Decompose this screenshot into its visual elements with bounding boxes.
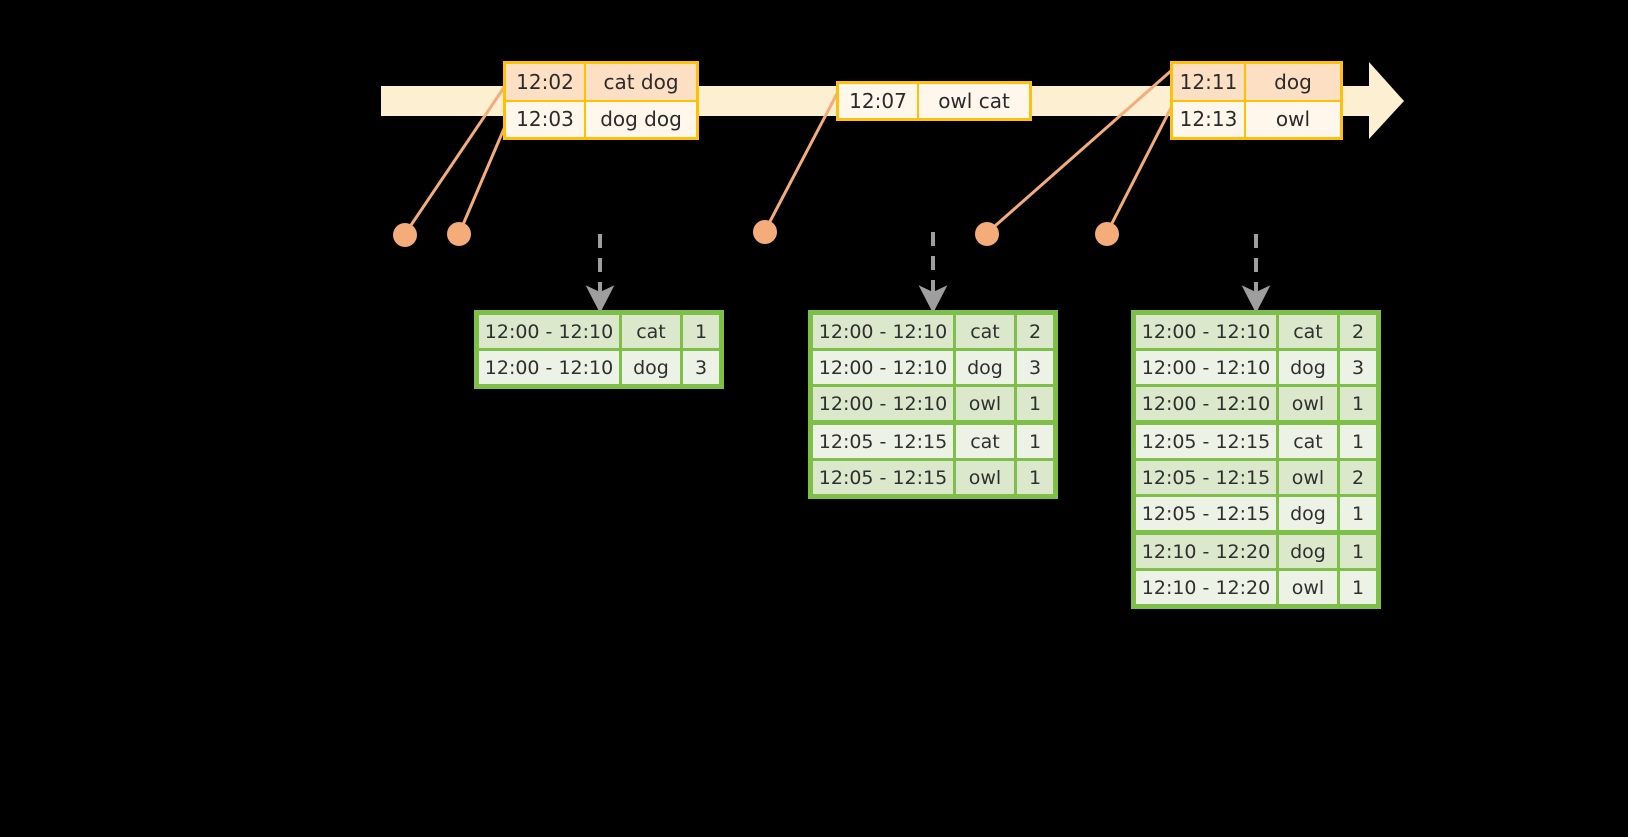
cell-word: cat bbox=[956, 315, 1014, 348]
cell-window: 12:00 - 12:10 bbox=[1136, 315, 1276, 348]
cell-window: 12:00 - 12:10 bbox=[813, 315, 953, 348]
cell-count: 1 bbox=[1340, 387, 1376, 420]
connector-line-1 bbox=[403, 84, 507, 236]
event-time: 12:13 bbox=[1173, 101, 1246, 137]
event-row: 12:02 cat dog bbox=[506, 64, 696, 100]
cell-window: 12:05 - 12:15 bbox=[813, 425, 953, 458]
connector-dot-4 bbox=[975, 222, 999, 246]
cell-window: 12:00 - 12:10 bbox=[1136, 351, 1276, 384]
cell-count: 3 bbox=[1340, 351, 1376, 384]
cell-window: 12:05 - 12:15 bbox=[1136, 497, 1276, 530]
event-words: dog bbox=[1246, 64, 1340, 100]
event-words: dog dog bbox=[586, 101, 696, 137]
cell-count: 2 bbox=[1340, 315, 1376, 348]
cell-window: 12:10 - 12:20 bbox=[1136, 535, 1276, 568]
cell-count: 1 bbox=[1017, 387, 1053, 420]
cell-count: 1 bbox=[1017, 425, 1053, 458]
cell-word: cat bbox=[956, 425, 1014, 458]
event-words: owl cat bbox=[919, 84, 1029, 118]
event-box-1[interactable]: 12:02 cat dog 12:03 dog dog bbox=[503, 61, 699, 140]
cell-window: 12:00 - 12:10 bbox=[813, 351, 953, 384]
cell-count: 1 bbox=[1340, 425, 1376, 458]
cell-word: cat bbox=[1279, 425, 1337, 458]
event-words: cat dog bbox=[586, 64, 696, 100]
cell-word: owl bbox=[956, 387, 1014, 420]
cell-window: 12:00 - 12:10 bbox=[813, 387, 953, 420]
event-time: 12:02 bbox=[506, 64, 586, 100]
cell-word: owl bbox=[1279, 387, 1337, 420]
cell-count: 1 bbox=[683, 315, 719, 348]
cell-count: 2 bbox=[1017, 315, 1053, 348]
event-time: 12:03 bbox=[506, 101, 586, 137]
event-row: 12:11 dog bbox=[1173, 64, 1340, 100]
event-row: 12:03 dog dog bbox=[506, 99, 696, 137]
connector-dot-5 bbox=[1095, 222, 1119, 246]
cell-word: cat bbox=[1279, 315, 1337, 348]
cell-window: 12:05 - 12:15 bbox=[1136, 425, 1276, 458]
connector-line-5 bbox=[1105, 102, 1175, 235]
cell-word: dog bbox=[622, 351, 680, 384]
event-time: 12:07 bbox=[839, 84, 919, 118]
connector-dot-3 bbox=[753, 220, 777, 244]
cell-word: dog bbox=[1279, 351, 1337, 384]
cell-window: 12:10 - 12:20 bbox=[1136, 571, 1276, 604]
event-box-2[interactable]: 12:07 owl cat bbox=[836, 81, 1032, 121]
event-row: 12:07 owl cat bbox=[839, 84, 1029, 118]
connector-dot-1 bbox=[393, 223, 417, 247]
cell-count: 2 bbox=[1340, 461, 1376, 494]
event-box-3[interactable]: 12:11 dog 12:13 owl bbox=[1170, 61, 1343, 140]
cell-word: dog bbox=[1279, 497, 1337, 530]
cell-window: 12:00 - 12:10 bbox=[1136, 387, 1276, 420]
cell-count: 3 bbox=[683, 351, 719, 384]
event-words: owl bbox=[1246, 101, 1340, 137]
cell-word: dog bbox=[1279, 535, 1337, 568]
cell-window: 12:05 - 12:15 bbox=[1136, 461, 1276, 494]
event-time: 12:11 bbox=[1173, 64, 1246, 100]
cell-word: owl bbox=[956, 461, 1014, 494]
event-row: 12:13 owl bbox=[1173, 99, 1340, 137]
cell-count: 1 bbox=[1017, 461, 1053, 494]
cell-window: 12:00 - 12:10 bbox=[479, 351, 619, 384]
cell-count: 1 bbox=[1340, 497, 1376, 530]
cell-count: 1 bbox=[1340, 535, 1376, 568]
cell-word: owl bbox=[1279, 461, 1337, 494]
connector-line-3 bbox=[763, 86, 842, 233]
cell-word: dog bbox=[956, 351, 1014, 384]
connector-dot-2 bbox=[447, 222, 471, 246]
cell-count: 3 bbox=[1017, 351, 1053, 384]
cell-word: cat bbox=[622, 315, 680, 348]
cell-window: 12:05 - 12:15 bbox=[813, 461, 953, 494]
cell-window: 12:00 - 12:10 bbox=[479, 315, 619, 348]
cell-count: 1 bbox=[1340, 571, 1376, 604]
cell-word: owl bbox=[1279, 571, 1337, 604]
connector-line-2 bbox=[457, 122, 508, 236]
